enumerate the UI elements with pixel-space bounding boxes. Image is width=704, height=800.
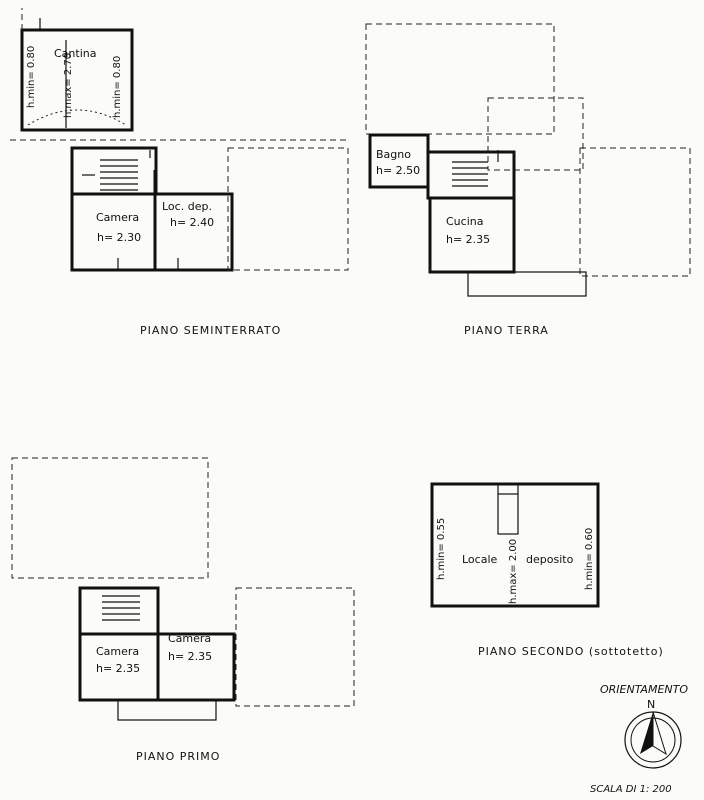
compass-needle-outline (652, 711, 667, 756)
plan-terra: Bagno h= 2.50 Cucina h= 2.35 PIANO TERRA (365, 23, 691, 337)
label-camera-2: Camera (168, 632, 211, 645)
plan-secondo: h.min= 0.55 Locale h.max= 2.00 deposito … (430, 482, 664, 658)
stair-treads (452, 161, 488, 187)
outline-yard (579, 147, 691, 277)
stair-opening (497, 493, 519, 535)
outline-terrace (365, 23, 555, 135)
label-secondo-hmin-left: h.min= 0.55 (436, 518, 447, 580)
sottotetto-walls (430, 482, 600, 608)
label-loc-dep: Loc. dep. (162, 200, 212, 213)
stair-hall-walls (78, 586, 160, 636)
lower-rooms-walls (70, 192, 234, 272)
outline-annex (227, 147, 349, 271)
label-bagno: Bagno (376, 148, 411, 161)
label-cantina: Cantina (54, 47, 96, 60)
label-loc-dep-h: h= 2.40 (170, 216, 214, 229)
label-bagno-h: h= 2.50 (376, 164, 420, 177)
cantina-walls (20, 28, 134, 132)
label-deposito: deposito (526, 553, 574, 566)
label-camera-h: h= 2.30 (97, 231, 141, 244)
outline-upper (11, 457, 209, 579)
vault-arc (27, 109, 127, 126)
label-cantina-hmax: h.max= 2.70 (63, 53, 74, 118)
bagno-walls (368, 133, 430, 189)
label-camera: Camera (96, 211, 139, 224)
plan-seminterrato: Cantina h.min= 0.80 h.max= 2.70 h.min= 0… (10, 8, 350, 337)
label-cucina: Cucina (446, 215, 483, 228)
stair-hall-walls (70, 146, 158, 196)
title-seminterrato: PIANO SEMINTERRATO (140, 324, 281, 337)
label-north: N (647, 698, 655, 711)
label-secondo-hmin-right: h.min= 0.60 (584, 528, 595, 590)
compass-needle-icon (640, 712, 653, 754)
title-terra: PIANO TERRA (464, 324, 549, 337)
outline-steps (487, 97, 584, 171)
stair-treads (102, 595, 140, 621)
label-cantina-hmin-right: h.min= 0.80 (112, 56, 123, 118)
label-cucina-h: h= 2.35 (446, 233, 490, 246)
outline-annex (235, 587, 355, 707)
stair-hall-walls (426, 150, 516, 200)
label-camera-1-h: h= 2.35 (96, 662, 140, 675)
orientation-legend: ORIENTAMENTO N SCALA DI 1: 200 (590, 683, 688, 795)
label-cantina-hmin-left: h.min= 0.80 (26, 46, 37, 108)
label-camera-2-h: h= 2.35 (168, 650, 212, 663)
label-camera-1: Camera (96, 645, 139, 658)
title-primo: PIANO PRIMO (136, 750, 220, 763)
label-secondo-hmax: h.max= 2.00 (508, 539, 519, 604)
label-orientamento: ORIENTAMENTO (600, 683, 688, 696)
entry-platform (467, 271, 587, 297)
stair-treads (100, 159, 138, 191)
title-secondo: PIANO SECONDO (sottotetto) (478, 645, 664, 658)
plan-primo: Camera h= 2.35 Camera h= 2.35 PIANO PRIM… (11, 457, 355, 763)
label-scale: SCALA DI 1: 200 (590, 784, 672, 795)
label-locale: Locale (462, 553, 498, 566)
balcony (117, 699, 217, 721)
